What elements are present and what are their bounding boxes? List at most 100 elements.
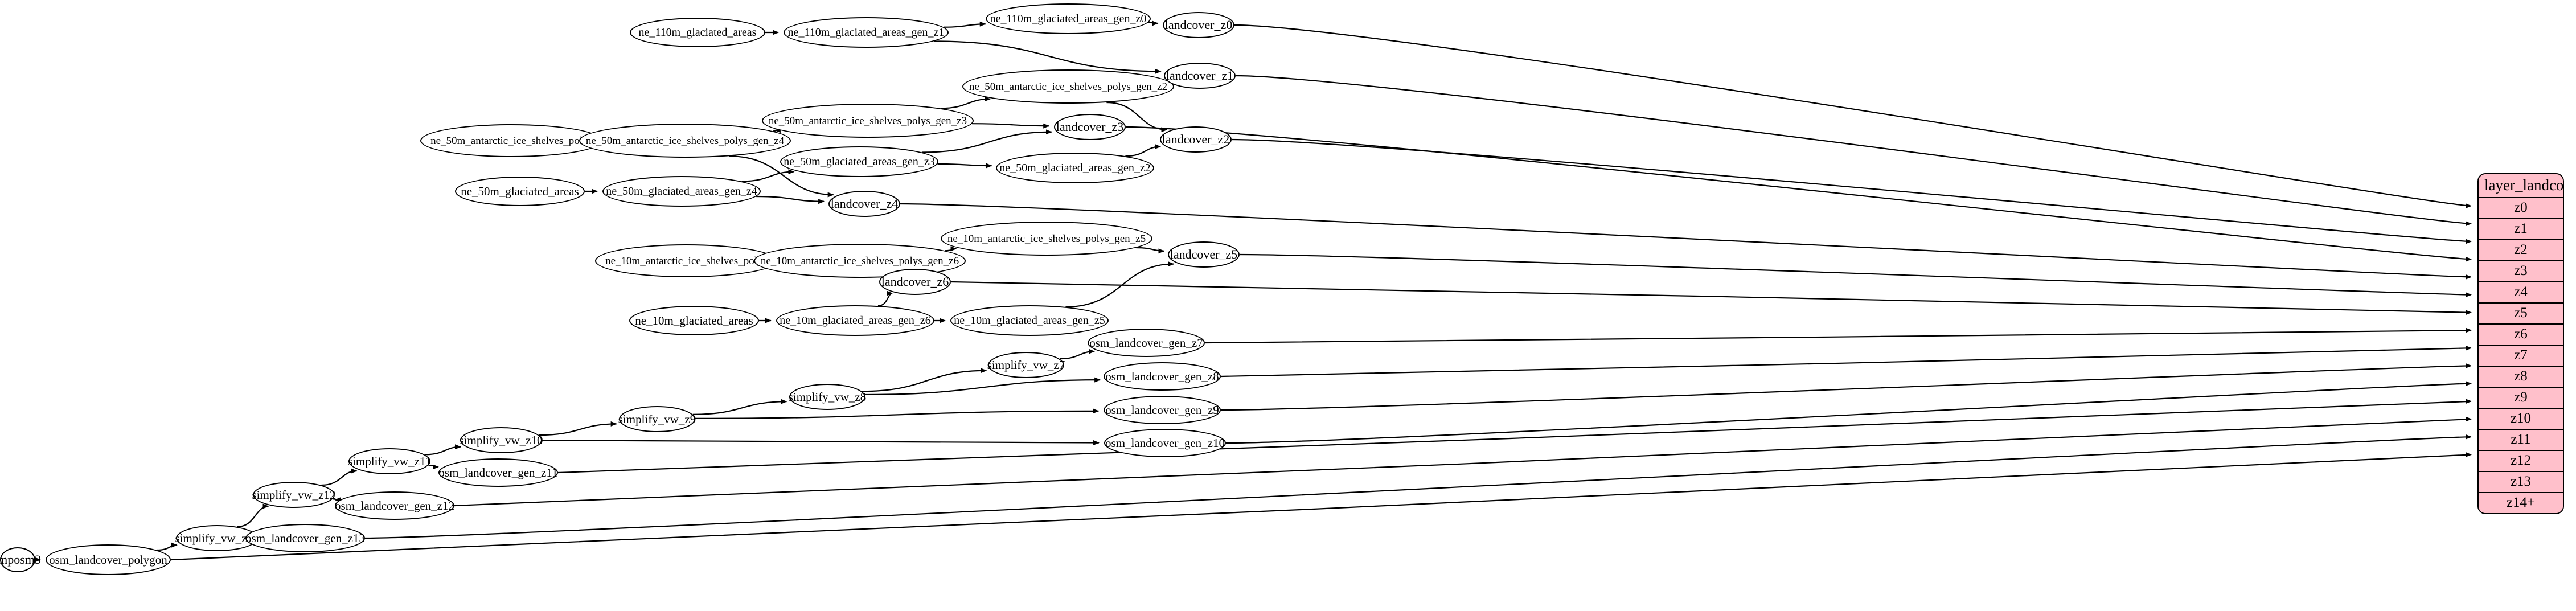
- graph-node-landcover_z1[interactable]: landcover_z1: [1164, 63, 1236, 89]
- graph-edge: [862, 368, 987, 392]
- graph-node-landcover_z3[interactable]: landcover_z3: [1054, 114, 1126, 140]
- graph-node-osm_landcover_gen_z13[interactable]: osm_landcover_gen_z13: [245, 524, 365, 552]
- layer-table-row-z2[interactable]: z2: [2479, 240, 2563, 261]
- graph-node-osm_landcover_gen_z11[interactable]: osm_landcover_gen_z11: [438, 458, 558, 487]
- layer-landcover-table[interactable]: layer_landcover z0z1z2z3z4z5z6z7z8z9z10z…: [2477, 173, 2564, 514]
- layer-table-row-z4[interactable]: z4: [2479, 282, 2563, 304]
- layer-table-row-z3[interactable]: z3: [2479, 261, 2563, 282]
- graph-node-label: imposm3: [0, 552, 41, 567]
- graph-edge: [539, 421, 617, 436]
- graph-node-ne_50m_glaciated_areas[interactable]: ne_50m_glaciated_areas: [455, 177, 585, 206]
- graph-node-label: osm_landcover_gen_z11: [438, 465, 558, 479]
- graph-node-ne_110m_glaciated_areas[interactable]: ne_110m_glaciated_areas: [630, 18, 765, 47]
- graph-node-simplify_vw_z10[interactable]: simplify_vw_z10: [460, 427, 543, 453]
- layer-table-row-z7[interactable]: z7: [2479, 346, 2563, 367]
- graph-node-landcover_z2[interactable]: landcover_z2: [1160, 126, 1232, 153]
- layer-table-row-z14plus[interactable]: z14+: [2479, 493, 2563, 513]
- graph-edge: [756, 195, 825, 204]
- graph-edge: [950, 281, 2472, 315]
- graph-edge: [1235, 75, 2472, 227]
- graph-node-label: osm_landcover_gen_z9: [1105, 403, 1219, 417]
- graph-node-simplify_vw_z12[interactable]: simplify_vw_z12: [252, 482, 336, 508]
- graph-edge: [933, 40, 1162, 74]
- layer-table-row-z8[interactable]: z8: [2479, 367, 2563, 388]
- graph-node-label: landcover_z4: [830, 196, 899, 211]
- graph-node-label: ne_10m_antarctic_ice_shelves_polys_gen_z…: [947, 232, 1146, 245]
- graph-node-label: simplify_vw_z11: [347, 454, 432, 468]
- graph-node-label: osm_landcover_gen_z12: [335, 498, 454, 512]
- layer-table-row-z9[interactable]: z9: [2479, 388, 2563, 409]
- graph-node-osm_landcover_gen_z12[interactable]: osm_landcover_gen_z12: [335, 491, 454, 520]
- graph-node-label: ne_50m_antarctic_ice_shelves_polys: [430, 134, 592, 147]
- graph-node-osm_landcover_gen_z9[interactable]: osm_landcover_gen_z9: [1104, 396, 1221, 424]
- graph-node-label: ne_50m_glaciated_areas_gen_z2: [999, 162, 1151, 174]
- layer-table-title: layer_landcover: [2479, 174, 2563, 198]
- graph-node-label: osm_landcover_gen_z10: [1105, 436, 1225, 450]
- graph-node-ne_10m_glaciated_areas[interactable]: ne_10m_glaciated_areas: [629, 306, 759, 335]
- layer-table-row-z0[interactable]: z0: [2479, 198, 2563, 219]
- graph-node-ne_50m_antarctic_ice_shelves_polys_gen_z4[interactable]: ne_50m_antarctic_ice_shelves_polys_gen_z…: [579, 124, 791, 158]
- layer-table-row-z5[interactable]: z5: [2479, 304, 2563, 325]
- graph-node-ne_50m_antarctic_ice_shelves_polys[interactable]: ne_50m_antarctic_ice_shelves_polys: [420, 124, 602, 157]
- graph-node-ne_50m_glaciated_areas_gen_z3[interactable]: ne_50m_glaciated_areas_gen_z3: [780, 146, 938, 177]
- graph-edge: [1231, 138, 2472, 244]
- layer-table-row-z1[interactable]: z1: [2479, 219, 2563, 240]
- graph-node-osm_landcover_gen_z7[interactable]: osm_landcover_gen_z7: [1088, 329, 1205, 357]
- graph-node-imposm3[interactable]: imposm3: [0, 547, 41, 572]
- graph-node-label: ne_50m_antarctic_ice_shelves_polys_gen_z…: [768, 114, 967, 127]
- graph-node-osm_landcover_gen_z10[interactable]: osm_landcover_gen_z10: [1104, 429, 1226, 457]
- graph-node-label: ne_50m_glaciated_areas: [461, 184, 579, 198]
- graph-edge: [321, 468, 358, 486]
- graph-edge: [157, 542, 178, 551]
- layer-table-row-z6[interactable]: z6: [2479, 325, 2563, 346]
- graph-node-ne_110m_glaciated_areas_gen_z0[interactable]: ne_110m_glaciated_areas_gen_z0: [986, 3, 1151, 34]
- graph-edge: [454, 416, 2472, 507]
- graph-node-simplify_vw_z11[interactable]: simplify_vw_z11: [347, 448, 432, 474]
- graph-edge: [1234, 24, 2472, 209]
- layer-table-row-z11[interactable]: z11: [2479, 430, 2563, 451]
- graph-node-simplify_vw_z8[interactable]: simplify_vw_z8: [789, 384, 866, 410]
- graph-node-ne_50m_glaciated_areas_gen_z2[interactable]: ne_50m_glaciated_areas_gen_z2: [996, 153, 1154, 183]
- layer-table-row-z12[interactable]: z12: [2479, 451, 2563, 472]
- graph-node-label: ne_50m_glaciated_areas_gen_z4: [606, 185, 757, 198]
- graph-node-ne_10m_antarctic_ice_shelves_polys[interactable]: ne_10m_antarctic_ice_shelves_polys: [595, 244, 777, 277]
- graph-node-landcover_z4[interactable]: landcover_z4: [828, 191, 900, 217]
- graph-node-ne_110m_glaciated_areas_gen_z1[interactable]: ne_110m_glaciated_areas_gen_z1: [784, 17, 949, 48]
- graph-edge: [940, 96, 991, 109]
- graph-node-label: ne_10m_antarctic_ice_shelves_polys_gen_z…: [760, 255, 959, 267]
- graph-edge: [424, 444, 462, 456]
- graph-edge: [1125, 143, 1162, 157]
- graph-node-label: simplify_vw_z7: [987, 358, 1065, 372]
- graph-node-landcover_z5[interactable]: landcover_z5: [1168, 241, 1240, 268]
- graph-node-label: landcover_z1: [1166, 68, 1234, 83]
- graph-node-ne_50m_glaciated_areas_gen_z4[interactable]: ne_50m_glaciated_areas_gen_z4: [602, 176, 761, 207]
- graph-edge: [237, 503, 269, 528]
- graph-node-landcover_z6[interactable]: landcover_z6: [879, 269, 951, 295]
- graph-node-label: landcover_z2: [1162, 132, 1230, 146]
- graph-node-ne_10m_antarctic_ice_shelves_polys_gen_z5[interactable]: ne_10m_antarctic_ice_shelves_polys_gen_z…: [941, 222, 1152, 256]
- graph-node-simplify_vw_z13[interactable]: simplify_vw_z13: [175, 525, 259, 551]
- graph-edge: [921, 129, 1052, 153]
- graph-node-label: osm_landcover_gen_z13: [245, 531, 365, 545]
- graph-node-ne_50m_antarctic_ice_shelves_polys_gen_z2[interactable]: ne_50m_antarctic_ice_shelves_polys_gen_z…: [962, 69, 1174, 104]
- graph-edge: [1220, 345, 2472, 378]
- graph-node-ne_10m_glaciated_areas_gen_z5[interactable]: ne_10m_glaciated_areas_gen_z5: [950, 305, 1109, 336]
- graph-node-label: landcover_z6: [881, 274, 949, 289]
- graph-node-ne_50m_antarctic_ice_shelves_polys_gen_z3[interactable]: ne_50m_antarctic_ice_shelves_polys_gen_z…: [762, 104, 974, 138]
- graph-node-simplify_vw_z7[interactable]: simplify_vw_z7: [987, 352, 1065, 378]
- graph-node-ne_10m_glaciated_areas_gen_z6[interactable]: ne_10m_glaciated_areas_gen_z6: [776, 305, 934, 336]
- graph-node-label: ne_50m_antarctic_ice_shelves_polys_gen_z…: [969, 80, 1168, 93]
- graph-node-osm_landcover_polygon[interactable]: osm_landcover_polygon: [46, 544, 171, 575]
- layer-table-row-z13[interactable]: z13: [2479, 472, 2563, 493]
- graph-node-landcover_z0[interactable]: landcover_z0: [1163, 12, 1234, 38]
- graph-node-label: simplify_vw_z9: [618, 412, 696, 426]
- graph-edge: [364, 434, 2472, 539]
- graph-edge: [1204, 327, 2472, 344]
- graph-node-simplify_vw_z9[interactable]: simplify_vw_z9: [618, 406, 696, 432]
- graph-node-osm_landcover_gen_z8[interactable]: osm_landcover_gen_z8: [1104, 362, 1221, 391]
- layer-table-row-z10[interactable]: z10: [2479, 409, 2563, 430]
- graph-edge: [1125, 126, 2472, 262]
- graph-node-label: osm_landcover_gen_z8: [1105, 369, 1219, 383]
- graph-node-label: osm_landcover_gen_z7: [1089, 335, 1203, 350]
